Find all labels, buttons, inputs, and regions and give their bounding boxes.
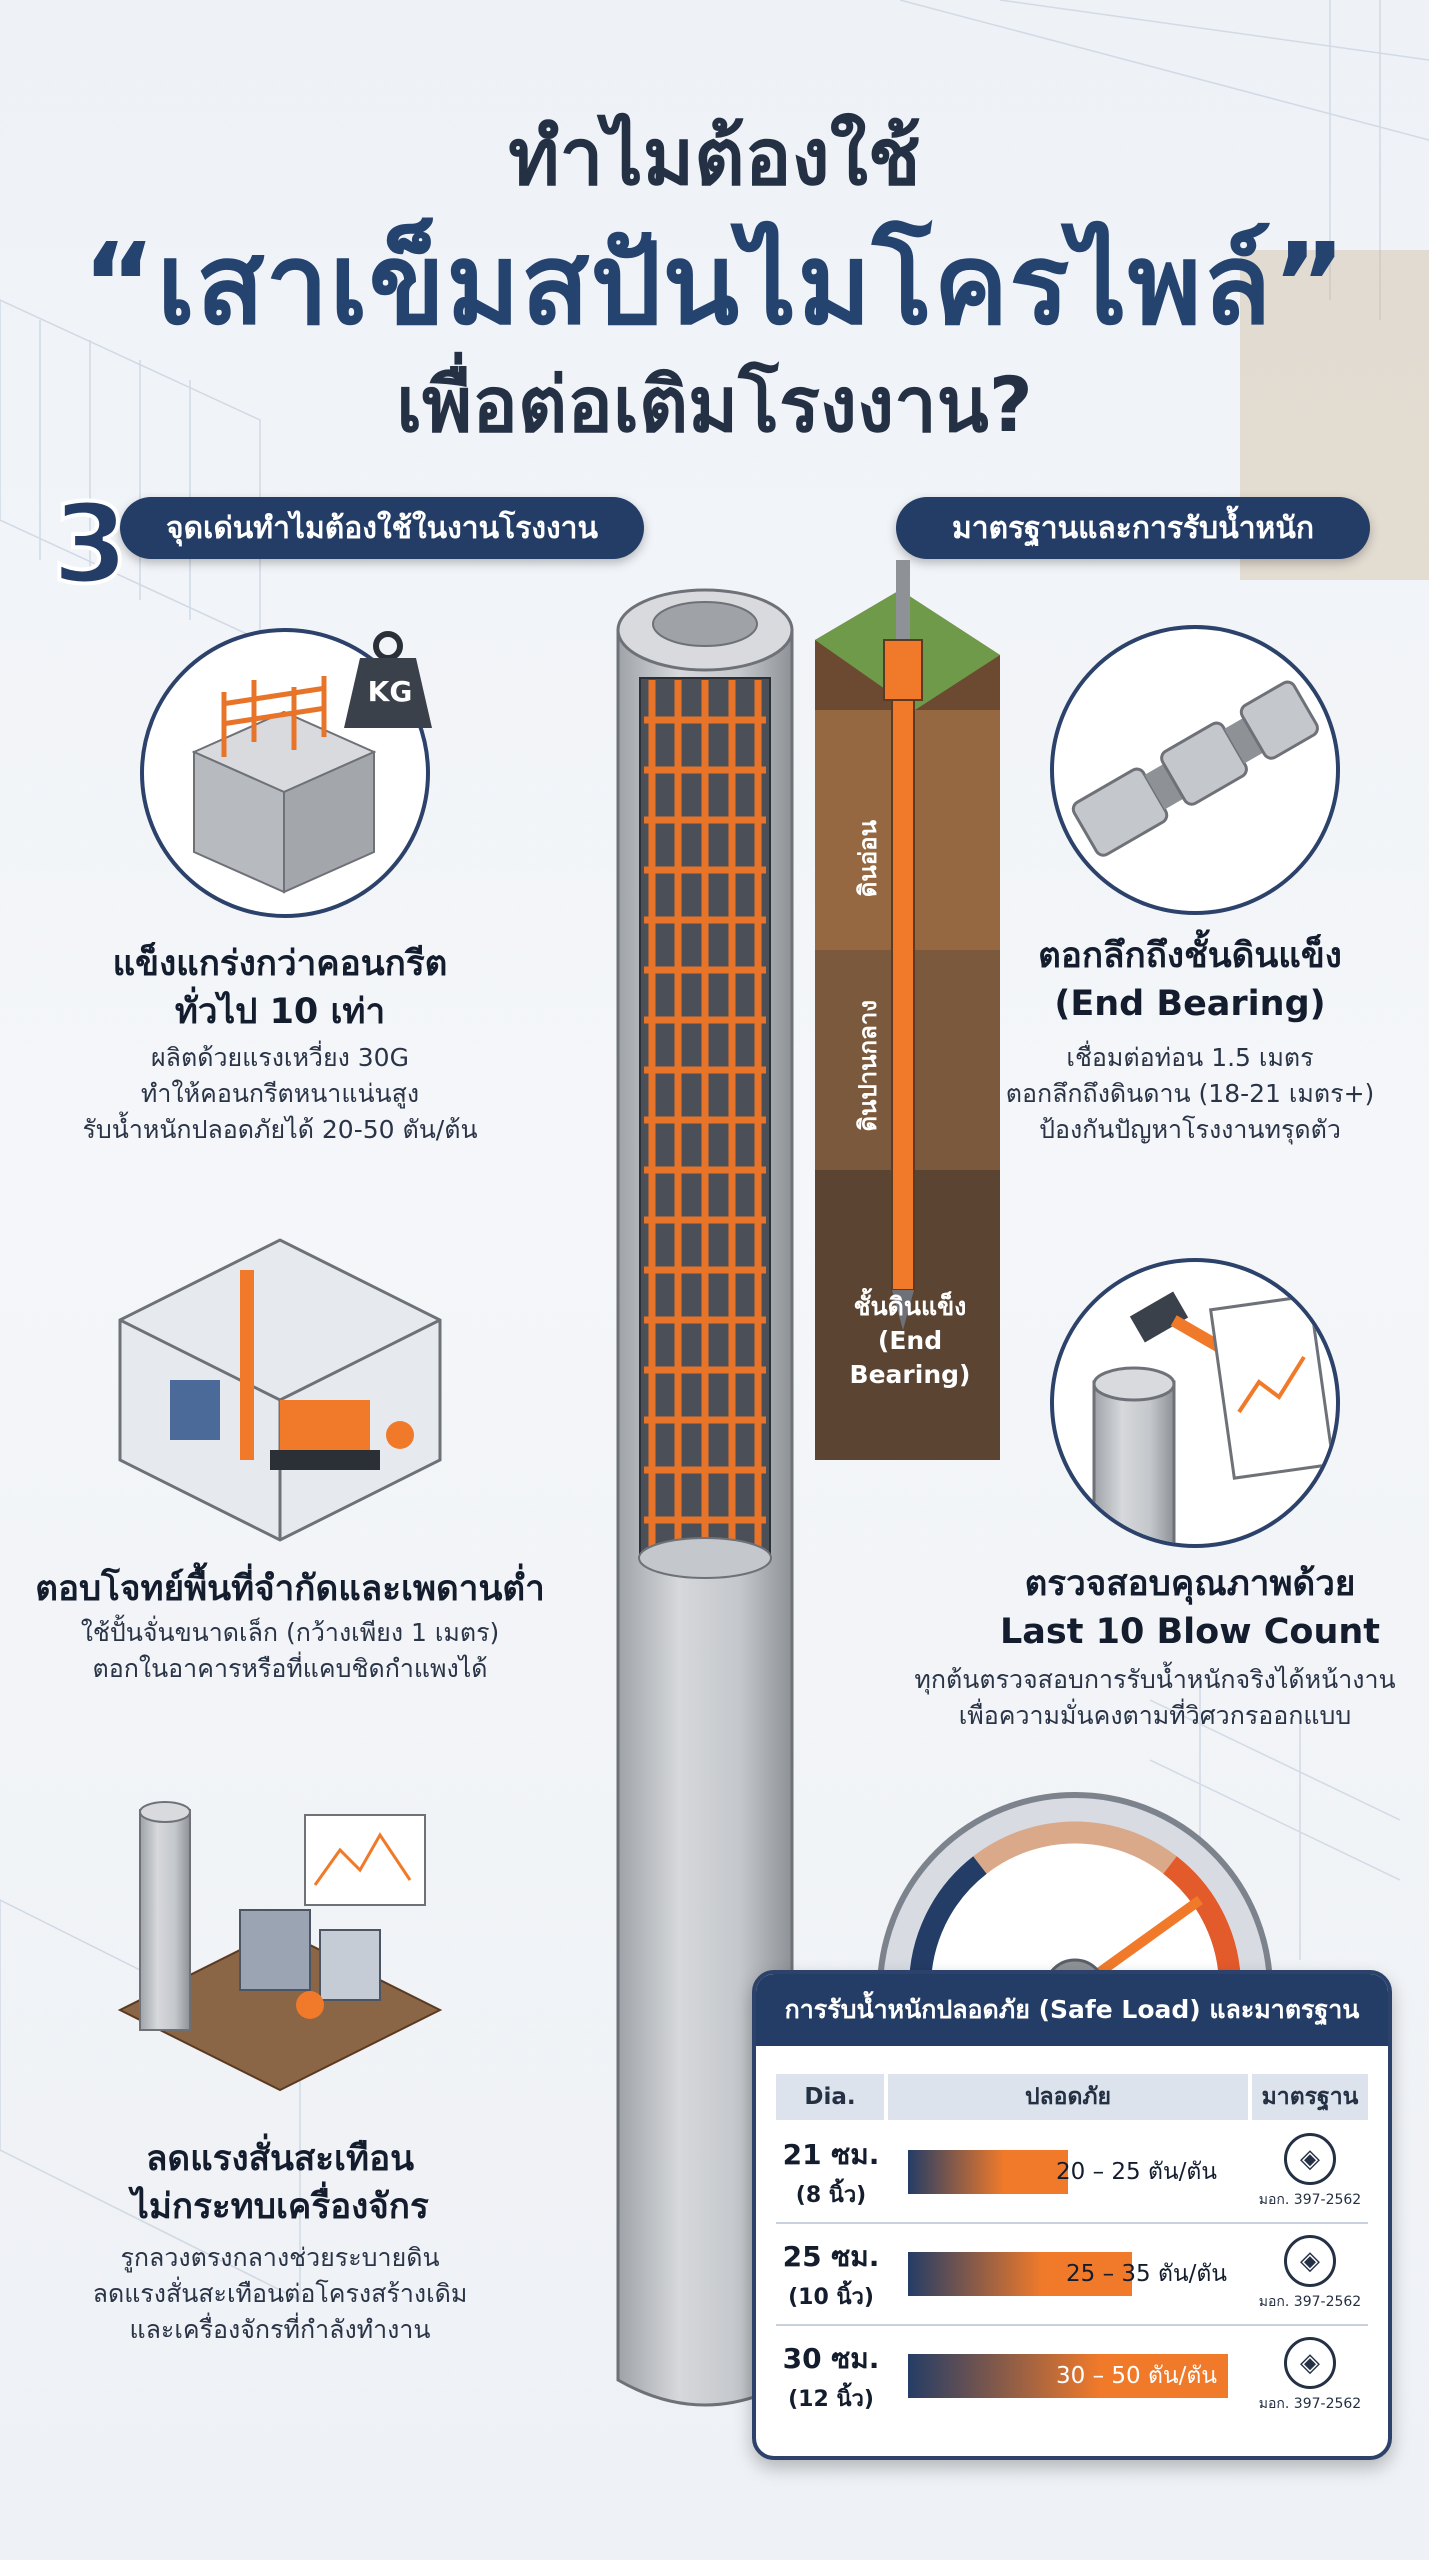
- desc-line: ทุกต้นตรวจสอบการรับน้ำหนักจริงได้หน้างาน: [914, 1665, 1396, 1694]
- pile-joint-illustration: [1050, 625, 1340, 915]
- desc-line: รับน้ำหนักปลอดภัยได้ 20-50 ตัน/ต้น: [82, 1115, 478, 1144]
- feature-strength-title-2: ทั่วไป 10 เท่า: [174, 992, 386, 1032]
- safe-load-table: การรับน้ำหนักปลอดภัย (Safe Load) และมาตร…: [752, 1970, 1392, 2460]
- standard-code: มอก. 397-2562: [1258, 2396, 1362, 2412]
- standard-cell: ◈ มอก. 397-2562: [1252, 2326, 1368, 2426]
- tis-standard-icon: ◈: [1284, 2133, 1336, 2185]
- diameter-inch: (10 นิ้ว): [788, 2284, 874, 2310]
- standard-code: มอก. 397-2562: [1258, 2294, 1362, 2310]
- table-row: 25 ซม. (10 นิ้ว) 25 – 35 ตัน/ตัน ◈ มอก. …: [776, 2224, 1368, 2326]
- right-section-label: มาตรฐานและการรับน้ำหนัก: [951, 510, 1315, 546]
- blow-count-illustration: [1050, 1258, 1340, 1548]
- feature-vibration-title-1: ลดแรงสั่นสะเทือน: [145, 2139, 415, 2179]
- concrete-block-illustration: [140, 628, 430, 918]
- col-standard-header: มาตรฐาน: [1252, 2074, 1368, 2120]
- section-number: 3: [50, 478, 131, 610]
- diameter-inch: (12 นิ้ว): [788, 2386, 874, 2412]
- load-range: 20 – 25 ตัน/ตัน: [1056, 2159, 1218, 2185]
- left-section-label: จุดเด่นทำไมต้องใช้ในงานโรงงาน: [166, 510, 598, 546]
- feature-vibration-desc: รูกลวงตรงกลางช่วยระบายดิน ลดแรงสั่นสะเทื…: [20, 2240, 540, 2348]
- load-gauge-illustration: [877, 1792, 1273, 2000]
- feature-limited-space-desc: ใช้ปั้นจั่นขนาดเล็ก (กว้างเพียง 1 เมตร) …: [20, 1615, 560, 1687]
- feature-blow-count-title-2: Last 10 Blow Count: [999, 1612, 1381, 1652]
- small-rig-in-building-illustration: [118, 1238, 442, 1542]
- title-main: “เสาเข็มสปันไมโครไพล์”: [82, 220, 1347, 350]
- diameter-cm: 21 ซม.: [782, 2137, 880, 2171]
- weight-kg-label: KG: [367, 675, 413, 708]
- desc-line: ป้องกันปัญหาโรงงานทรุดตัว: [1039, 1115, 1341, 1144]
- desc-line: ตอกในอาคารหรือที่แคบชิดกำแพงได้: [92, 1654, 488, 1683]
- title-line-3: เพื่อต่อเติมโรงงาน?: [396, 360, 1033, 449]
- soil-layer-hard-sub: (End Bearing): [849, 1326, 971, 1389]
- feature-vibration-title: ลดแรงสั่นสะเทือน ไม่กระทบเครื่องจักร: [30, 2135, 530, 2231]
- col-dia-header: Dia.: [776, 2074, 884, 2120]
- feature-blow-count-title: ตรวจสอบคุณภาพด้วย Last 10 Blow Count: [950, 1560, 1429, 1656]
- tis-standard-icon: ◈: [1284, 2235, 1336, 2287]
- soil-layer-medium: ดินปานกลาง: [854, 1000, 882, 1132]
- desc-line: ตอกลึกถึงดินดาน (18-21 เมตร+): [1005, 1079, 1375, 1108]
- right-section-pill: มาตรฐานและการรับน้ำหนัก: [896, 497, 1370, 559]
- diameter-cm: 25 ซม.: [782, 2239, 880, 2273]
- feature-end-bearing-title-1: ตอกลึกถึงชั้นดินแข็ง: [1038, 936, 1342, 976]
- diameter-cm: 30 ซม.: [782, 2341, 880, 2375]
- desc-line: รูกลวงตรงกลางช่วยระบายดิน: [120, 2243, 440, 2272]
- col-safe-header: ปลอดภัย: [888, 2074, 1248, 2120]
- feature-limited-space-title-1: ตอบโจทย์พื้นที่จำกัดและเพดานต่ำ: [35, 1569, 545, 1609]
- desc-line: ลดแรงสั่นสะเทือนต่อโครงสร้างเดิม: [92, 2279, 468, 2308]
- feature-blow-count-title-1: ตรวจสอบคุณภาพด้วย: [1024, 1564, 1356, 1604]
- title-line-1: ทำไมต้องใช้: [508, 113, 921, 203]
- desc-line: ผลิตด้วยแรงเหวี่ยง 30G: [151, 1043, 409, 1072]
- soil-layer-hard: ชั้นดินแข็ง (End Bearing): [815, 1290, 1005, 1392]
- feature-vibration-title-2: ไม่กระทบเครื่องจักร: [131, 2187, 429, 2227]
- standard-code: มอก. 397-2562: [1258, 2192, 1362, 2208]
- desc-line: ใช้ปั้นจั่นขนาดเล็ก (กว้างเพียง 1 เมตร): [80, 1618, 500, 1647]
- feature-strength-desc: ผลิตด้วยแรงเหวี่ยง 30G ทำให้คอนกรีตหนาแน…: [20, 1040, 540, 1148]
- feature-strength-title: แข็งแกร่งกว่าคอนกรีต ทั่วไป 10 เท่า: [30, 940, 530, 1036]
- feature-strength-title-1: แข็งแกร่งกว่าคอนกรีต: [112, 944, 448, 984]
- low-vibration-illustration: [117, 1801, 443, 2092]
- feature-end-bearing-title-2: (End Bearing): [1054, 984, 1326, 1024]
- safe-load-table-header: การรับน้ำหนักปลอดภัย (Safe Load) และมาตร…: [756, 1974, 1388, 2046]
- desc-line: ทำให้คอนกรีตหนาแน่นสูง: [140, 1079, 420, 1108]
- load-bar: [908, 2252, 1132, 2296]
- feature-limited-space-title: ตอบโจทย์พื้นที่จำกัดและเพดานต่ำ: [20, 1565, 560, 1613]
- load-bar: [908, 2354, 1228, 2398]
- left-section-pill: จุดเด่นทำไมต้องใช้ในงานโรงงาน: [120, 497, 644, 559]
- feature-end-bearing-title: ตอกลึกถึงชั้นดินแข็ง (End Bearing): [950, 932, 1429, 1028]
- feature-blow-count-desc: ทุกต้นตรวจสอบการรับน้ำหนักจริงได้หน้างาน…: [890, 1662, 1420, 1734]
- row-diameter: 30 ซม. (12 นิ้ว): [776, 2326, 886, 2426]
- desc-line: เชื่อมต่อท่อน 1.5 เมตร: [1066, 1043, 1314, 1072]
- table-row: 21 ซม. (8 นิ้ว) 20 – 25 ตัน/ตัน ◈ มอก. 3…: [776, 2122, 1368, 2224]
- desc-line: เพื่อความมั่นคงตามที่วิศวกรออกแบบ: [958, 1701, 1352, 1730]
- load-range: 30 – 50 ตัน/ตัน: [1056, 2363, 1218, 2389]
- load-range: 25 – 35 ตัน/ตัน: [1066, 2261, 1228, 2287]
- row-diameter: 25 ซม. (10 นิ้ว): [776, 2224, 886, 2324]
- standard-cell: ◈ มอก. 397-2562: [1252, 2122, 1368, 2222]
- load-bar: [908, 2150, 1068, 2194]
- soil-layer-hard-label: ชั้นดินแข็ง: [853, 1292, 967, 1321]
- row-diameter: 21 ซม. (8 นิ้ว): [776, 2122, 886, 2222]
- weight-kg-icon: [344, 631, 432, 728]
- standard-cell: ◈ มอก. 397-2562: [1252, 2224, 1368, 2324]
- concrete-cube-icon: [191, 676, 377, 894]
- soil-layer-soft: ดินอ่อน: [854, 820, 882, 898]
- hammer-and-report-icon: [1092, 1291, 1336, 1544]
- table-row: 30 ซม. (12 นิ้ว) 30 – 50 ตัน/ตัน ◈ มอก. …: [776, 2326, 1368, 2426]
- tis-standard-icon: ◈: [1284, 2337, 1336, 2389]
- pile-segments-icon: [1071, 680, 1319, 857]
- feature-end-bearing-desc: เชื่อมต่อท่อน 1.5 เมตร ตอกลึกถึงดินดาน (…: [960, 1040, 1420, 1148]
- spun-micro-pile-illustration: [616, 560, 1000, 2407]
- desc-line: และเครื่องจักรที่กำลังทำงาน: [129, 2315, 431, 2344]
- diameter-inch: (8 นิ้ว): [795, 2182, 867, 2208]
